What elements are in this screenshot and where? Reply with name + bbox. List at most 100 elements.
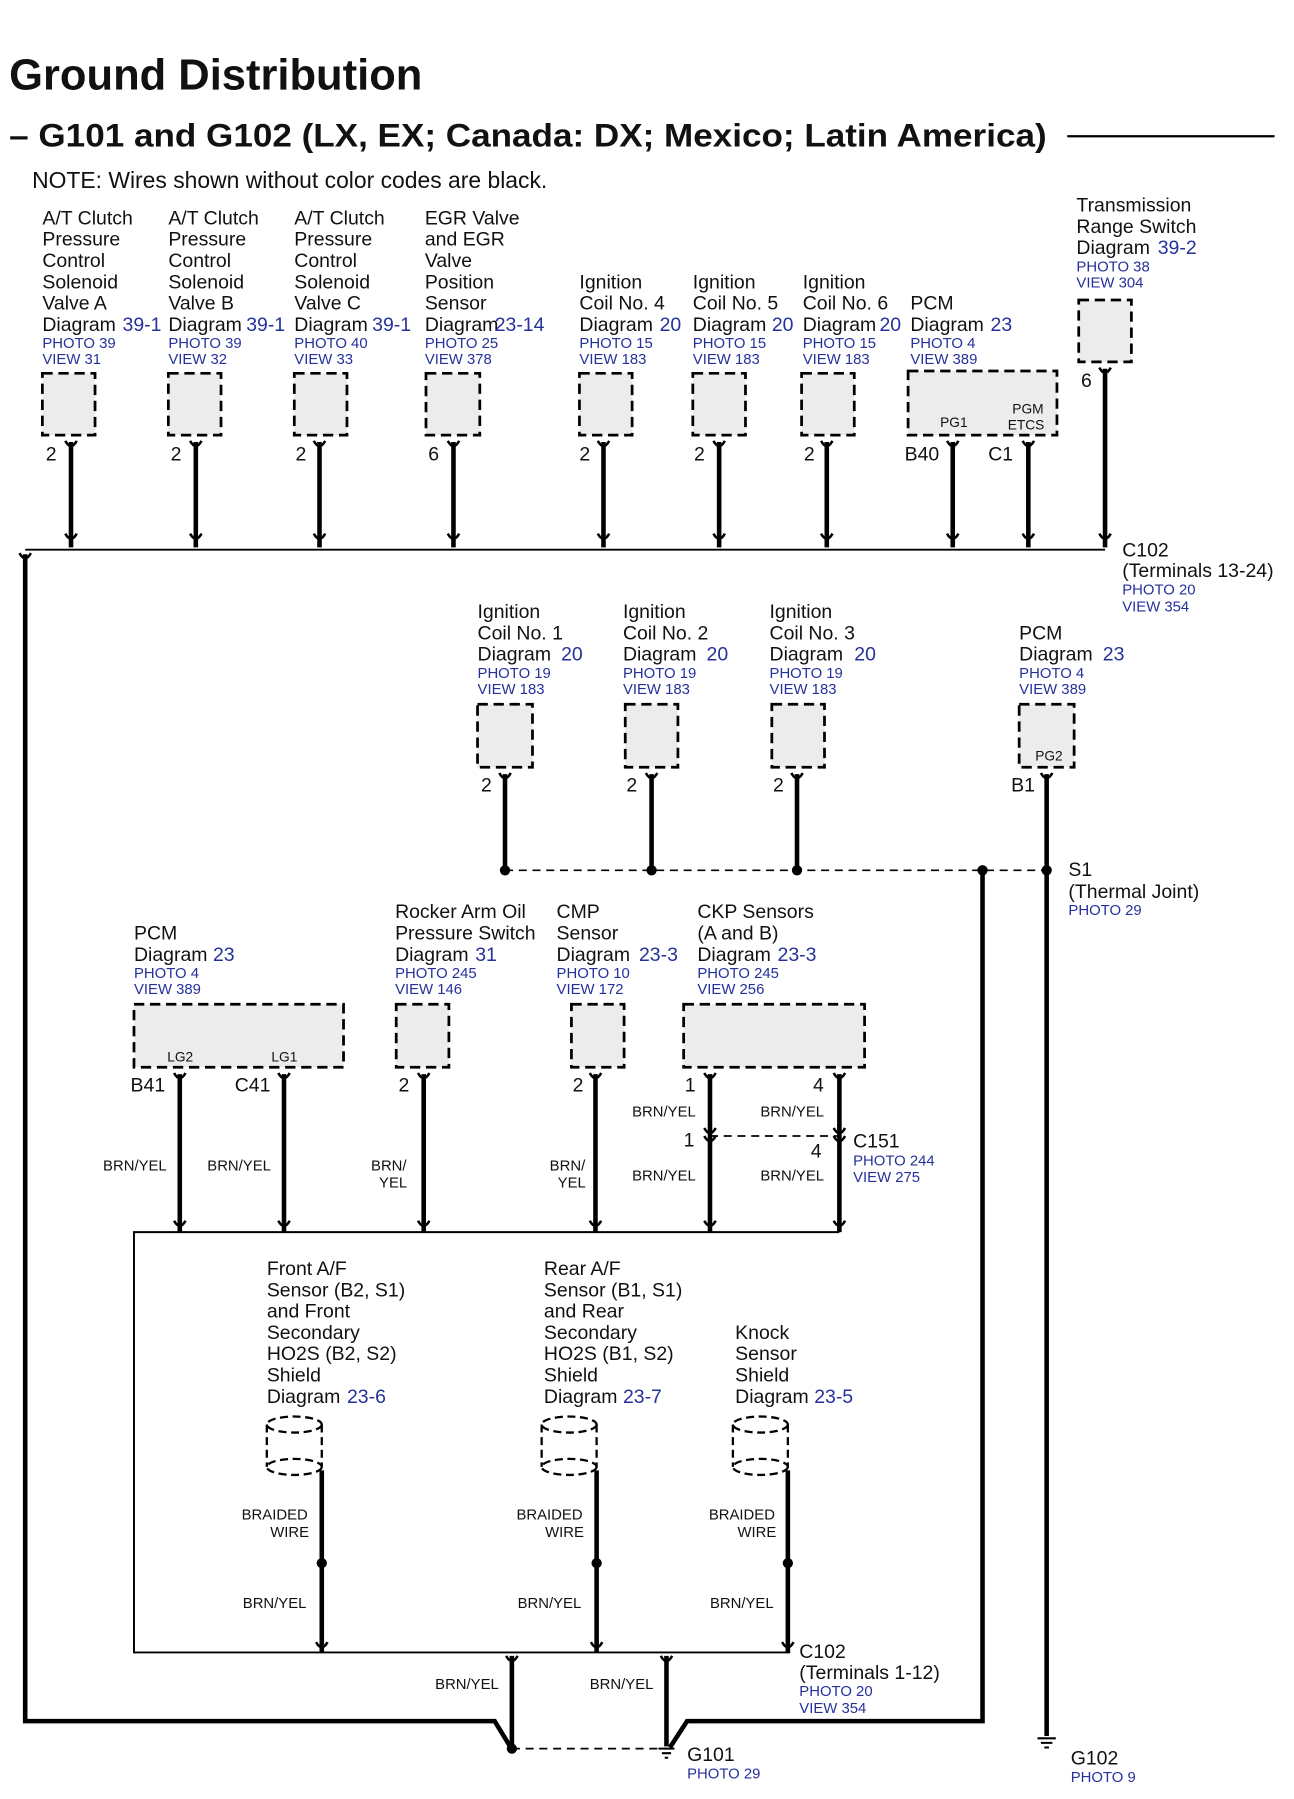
pcm-low-pin-b41: B41 [131,1074,166,1096]
junction-dot [1041,865,1052,876]
coil-3-diagram-ref: 20 [854,644,876,666]
wire-color-ckp-4-lower: BRN/YEL [760,1169,824,1185]
at-valve-c-view-ref: VIEW 33 [294,352,353,368]
at-valve-b-name-line: Solenoid [168,271,244,293]
connector-terminal-mark [832,1220,847,1228]
wire-color-ckp-4-upper: BRN/YEL [760,1105,824,1121]
at-valve-a-diagram-label: Diagram [42,314,116,336]
wire-color-ckp-1-lower: BRN/YEL [632,1169,696,1185]
coil-6-pin: 2 [804,443,815,465]
rocker-switch-photo-ref: PHOTO 245 [395,966,477,982]
junction-dot [791,865,803,876]
at-valve-b-photo-ref: PHOTO 39 [168,336,241,352]
wire-color-note: NOTE: Wires shown without color codes ar… [32,167,547,193]
wire-color-ckp-1-upper: BRN/YEL [632,1105,696,1121]
pcm-low-terminal-lg2: LG2 [167,1050,193,1065]
rear-af-shield-name-line: Secondary [544,1322,637,1344]
coil-2-pin: 2 [626,774,637,796]
at-valve-b-diagram-label: Diagram [168,314,242,336]
rocker-switch-pin: 2 [399,1074,410,1096]
c151-label: C151 PHOTO 244 VIEW 275 [853,1130,935,1185]
knock-shield-name-line: Knock [735,1322,789,1344]
coil-4-diagram-label: Diagram [579,314,653,336]
coil-3-diagram-label: Diagram [770,644,844,666]
connector-terminal-mark [1098,532,1112,541]
coil-3-name-line: Coil No. 3 [770,622,855,644]
wire-color-pcm-c41: BRN/YEL [207,1158,271,1174]
coil-2-diagram-ref: 20 [707,644,729,666]
connector-terminal-mark [819,532,834,541]
pcm-top-terminal-pgm: PGM [1012,401,1043,416]
wire-label-rear: WIRE [545,1525,584,1541]
connector-terminal-mark [703,1072,717,1080]
c151-pin-4: 4 [811,1141,822,1163]
egr-photo-ref: PHOTO 25 [425,336,498,352]
g101-photo: PHOTO 29 [687,1766,760,1782]
connector-terminal-mark [703,1135,717,1143]
junction-dot [591,1557,602,1569]
connector-terminal-mark [188,440,203,448]
egr-name-line: EGR Valve [425,207,520,229]
ckp-sensors-box [682,1002,866,1069]
egr-diagram-label: Diagram [425,314,499,336]
front-af-shield-diagram-label: Diagram [267,1386,341,1408]
coil-4-photo-ref: PHOTO 15 [579,336,652,352]
s1-detail: (Thermal Joint) [1068,881,1199,903]
c102-upper-photo: PHOTO 20 [1122,582,1195,598]
pcm-low-name-line: PCM [134,922,177,944]
wire-label-knock: WIRE [737,1525,776,1541]
connector-terminal-mark [64,532,78,541]
connector-terminal-mark [172,1220,187,1228]
knock-shield-name-line: Sensor [735,1343,797,1365]
rocker-switch-box [394,1002,451,1069]
pcm-mid-box [1017,702,1076,769]
front-af-shield-diagram-ref: 23-6 [347,1386,386,1408]
coil-2-view-ref: VIEW 183 [623,682,690,698]
connector-terminal-mark [832,1135,847,1143]
at-valve-c-pin: 2 [295,443,306,465]
connector-terminal-mark [416,1072,431,1080]
braided-label-knock: BRAIDED [709,1508,775,1524]
cmp-sensor-name-line: Sensor [557,922,619,944]
c151-photo: PHOTO 244 [853,1154,935,1170]
shield-top [731,1415,789,1434]
at-valve-a-name-line: Pressure [42,229,120,251]
cmp-sensor-pin: 2 [573,1074,584,1096]
connector-terminal-mark [498,772,512,780]
trans-range-switch-photo-ref: PHOTO 38 [1076,259,1149,275]
cmp-sensor-box [570,1002,626,1069]
page-title: Ground Distribution [9,51,422,99]
wire-label-front: WIRE [270,1525,309,1541]
pin-labels: 2 2 2 6 2 2 2 B40 C1 6 2 2 2 B1 B41 C41 … [46,370,1092,1163]
egr-name-line: Valve [425,250,472,272]
g101-ground-symbol [658,1747,675,1759]
wire-color-pcm-b41: BRN/YEL [103,1158,167,1174]
coil-4-name-line: Coil No. 4 [579,293,665,315]
coil-4-diagram-ref: 20 [660,314,682,336]
connector-terminal-mark [277,1220,291,1228]
connector-terminal-mark [712,440,726,448]
cmp-sensor-name-line: CMP [557,901,600,923]
wire-left-return-to-g101 [22,554,513,1749]
rear-af-shield-name-line: HO2S (B1, S2) [544,1343,674,1365]
at-valve-c-diagram-ref: 39-1 [372,314,411,336]
at-valve-a-name-line: A/T Clutch [42,207,132,229]
coil-5-diagram-label: Diagram [693,314,767,336]
rocker-switch-diagram-ref: 31 [475,944,497,966]
pcm-mid-terminal-pg2: PG2 [1035,748,1062,763]
coil-1-photo-ref: PHOTO 19 [478,666,551,682]
trans-range-switch-name-line: Range Switch [1076,216,1196,238]
coil-5-pin: 2 [694,443,705,465]
ground-icon [658,1747,675,1759]
cmp-sensor-diagram-label: Diagram [557,944,631,966]
component-boxes [40,298,1133,1069]
ckp-sensors-pin-4: 4 [813,1074,824,1096]
c102-lower-label: C102 (Terminals 1-12) PHOTO 20 VIEW 354 [799,1641,940,1717]
